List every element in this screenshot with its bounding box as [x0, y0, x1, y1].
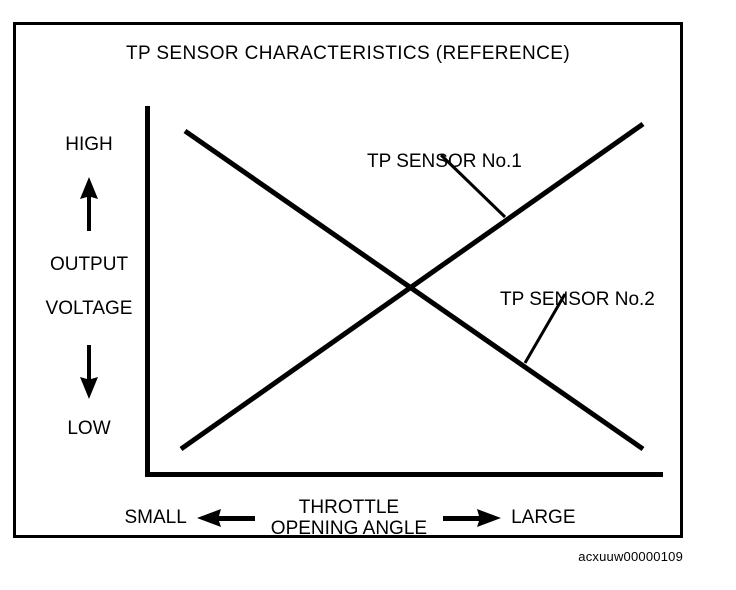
arrow-up-icon — [80, 176, 98, 231]
y-axis-title-line2: VOLTAGE — [45, 297, 133, 319]
series-line-tp-sensor-no2 — [183, 128, 645, 452]
figure-frame: TP SENSOR CHARACTERISTICS (REFERENCE) HI… — [13, 22, 683, 540]
callout-label-tp-sensor-no2: TP SENSOR No.2 — [500, 289, 655, 310]
arrow-left-icon — [196, 509, 255, 528]
y-axis-low-label: LOW — [67, 417, 111, 439]
page-title: TP SENSOR CHARACTERISTICS (REFERENCE) — [125, 43, 571, 64]
x-axis-title: THROTTLE OPENING ANGLE — [271, 497, 427, 540]
x-axis-title-line2: OPENING ANGLE — [270, 518, 428, 540]
x-axis-small-label: SMALL — [124, 507, 187, 529]
arrow-right-icon — [443, 509, 502, 528]
x-axis-title-line1: THROTTLE — [298, 497, 400, 518]
callout-label-tp-sensor-no1: TP SENSOR No.1 — [367, 151, 522, 172]
x-axis-label-group: SMALL THROTTLE OPENING ANGLE LARGE — [30, 497, 670, 540]
sensor-characteristic-plot — [145, 106, 663, 477]
callout-leader-tp-sensor-no1 — [439, 153, 507, 219]
arrow-down-icon — [80, 344, 98, 399]
callout-leader-tp-sensor-no2 — [523, 293, 567, 364]
x-axis-large-label: LARGE — [511, 507, 576, 529]
y-axis-label-group: HIGH OUTPUT VOLTAGE LOW — [34, 135, 144, 439]
reference-code: acxuuw00000109 — [578, 549, 683, 564]
y-axis-high-label: HIGH — [65, 134, 113, 155]
y-axis-title-line1: OUTPUT — [49, 253, 129, 275]
